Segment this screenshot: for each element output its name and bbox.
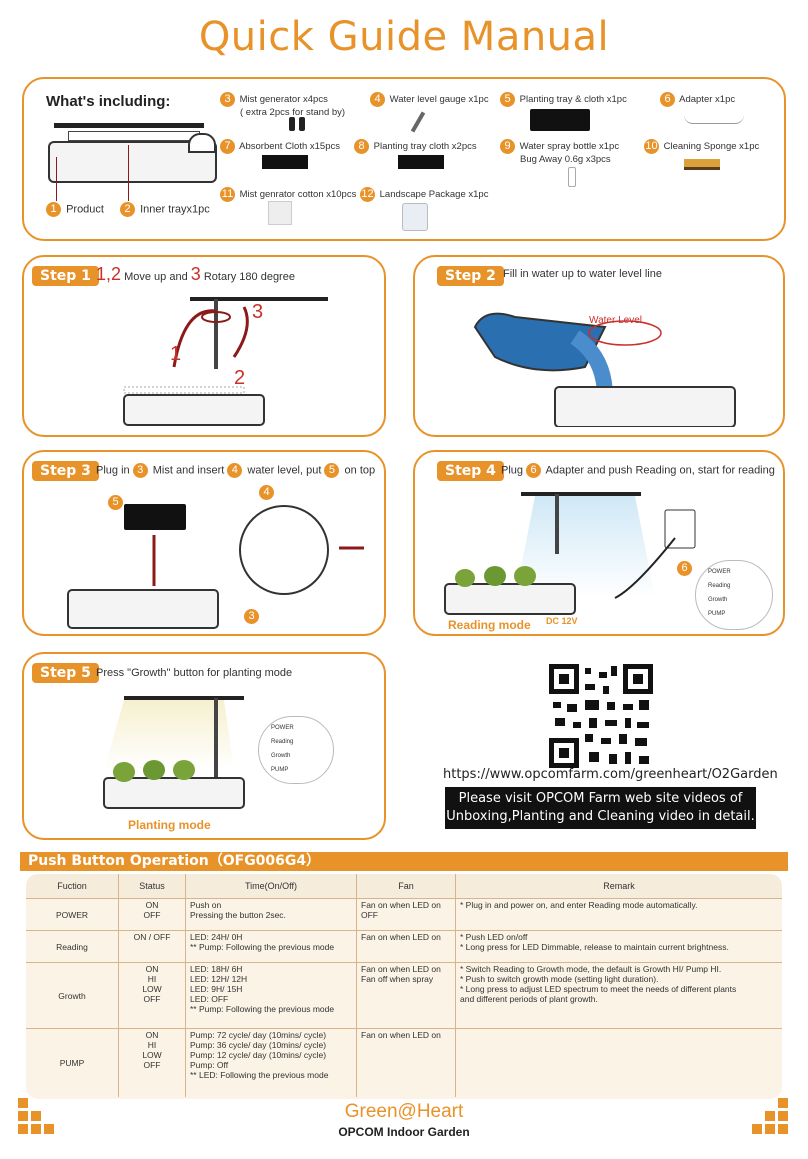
step3-callout-5: 5 <box>108 494 125 512</box>
adapter-icon <box>684 115 744 124</box>
cotton-icon <box>268 201 292 225</box>
step4-description: Plug 6 Adapter and push Reading on, star… <box>501 463 775 478</box>
step4-illustration <box>444 492 696 615</box>
planting-tray-icon <box>530 109 590 131</box>
page-title: Quick Guide Manual <box>198 14 610 60</box>
footer-squares-left <box>18 1098 68 1148</box>
including-item-10: 10 Cleaning Sponge x1pc <box>644 139 760 154</box>
step5-tag: Step 5 <box>32 663 99 683</box>
step1-label-1: 1 <box>170 343 182 365</box>
water-level-label: Water Level <box>589 315 642 326</box>
spray-bottle-icon <box>568 167 576 187</box>
including-item-5: 5 Planting tray & cloth x1pc <box>500 92 627 107</box>
step5-panel: Step 5 Press "Growth" button for plantin… <box>22 652 386 840</box>
planting-mode-label: Planting mode <box>128 818 211 832</box>
product-illustration <box>48 123 228 223</box>
footer-brand: Green@Heart <box>344 1101 464 1122</box>
step2-description: Fill in water up to water level line <box>503 268 662 280</box>
including-item-8: 8 Planting tray cloth x2pcs <box>354 139 477 154</box>
step3-panel: Step 3 Plug in 3 Mist and insert 4 water… <box>22 450 386 636</box>
planting-cloth-icon <box>398 155 444 169</box>
step3-callout-4: 4 <box>259 484 276 502</box>
step5-illustration <box>103 696 245 809</box>
dc-label: DC 12V <box>546 616 578 626</box>
including-item-11: 11 Mist genrator cotton x10pcs <box>220 187 357 202</box>
step1-description: 1,2 Move up and 3 Rotary 180 degree <box>96 264 295 284</box>
push-button-table: Fuction Status Time(On/Off) Fan Remark P… <box>26 874 782 1097</box>
table-row: Reading ON / OFF LED: 24H/ 0H** Pump: Fo… <box>26 930 782 963</box>
absorbent-cloth-icon <box>262 155 308 169</box>
including-heading: What's including: <box>46 93 171 110</box>
step5-description: Press "Growth" button for planting mode <box>96 667 293 679</box>
step1-tag: Step 1 <box>32 266 99 286</box>
step3-tag: Step 3 <box>32 461 99 481</box>
step2-illustration <box>473 312 736 427</box>
including-item-4: 4 Water level gauge x1pc <box>370 92 489 107</box>
col-header-function: Fuction <box>26 874 119 899</box>
sponge-icon <box>684 159 720 170</box>
including-item-1: 1 Product <box>46 202 104 217</box>
push-button-heading: Push Button Operation（OFG006G4） <box>20 852 788 871</box>
step4-panel: Step 4 Plug 6 Adapter and push Reading o… <box>413 450 785 636</box>
step1-illustration <box>123 297 328 426</box>
including-item-3: 3 Mist generator x4pcs( extra 2pcs for s… <box>220 92 345 119</box>
step4-callout-6: 6 <box>677 560 694 578</box>
footer-subtitle: OPCOM Indoor Garden <box>338 1125 470 1139</box>
qr-pattern <box>549 664 653 768</box>
step4-tag: Step 4 <box>437 461 504 481</box>
footer-squares-right <box>752 1098 802 1148</box>
step1-label-2: 2 <box>234 367 246 389</box>
qr-code[interactable] <box>549 664 653 768</box>
video-note: Please visit OPCOM Farm web site videos … <box>445 787 756 829</box>
col-header-status: Status <box>118 874 186 899</box>
including-item-12: 12 Landscape Package x1pc <box>360 187 489 202</box>
including-panel: What's including: 1 Product 2 Inner tray… <box>22 77 786 241</box>
step1-panel: Step 1 1,2 Move up and 3 Rotary 180 degr… <box>22 255 386 437</box>
col-header-time: Time(On/Off) <box>185 874 357 899</box>
push-button-table-wrap: Fuction Status Time(On/Off) Fan Remark P… <box>26 874 782 1099</box>
reading-mode-label: Reading mode <box>448 618 531 632</box>
step3-callout-3: 3 <box>244 608 261 626</box>
step1-label-3: 3 <box>252 301 264 323</box>
step3-illustration <box>67 505 364 629</box>
step2-tag: Step 2 <box>437 266 504 286</box>
website-link[interactable]: https://www.opcomfarm.com/greenheart/O2G… <box>443 767 778 782</box>
water-gauge-icon <box>410 111 426 133</box>
step2-panel: Step 2 Fill in water up to water level l… <box>413 255 785 437</box>
including-item-7: 7 Absorbent Cloth x15pcs <box>220 139 340 154</box>
including-item-2: 2 Inner trayx1pc <box>120 202 210 217</box>
including-item-6: 6 Adapter x1pc <box>660 92 735 107</box>
landscape-package-icon <box>402 203 428 231</box>
step3-description: Plug in 3 Mist and insert 4 water level,… <box>96 463 376 478</box>
step3-planting-tray <box>124 504 186 530</box>
col-header-fan: Fan <box>356 874 456 899</box>
col-header-remark: Remark <box>455 874 782 899</box>
